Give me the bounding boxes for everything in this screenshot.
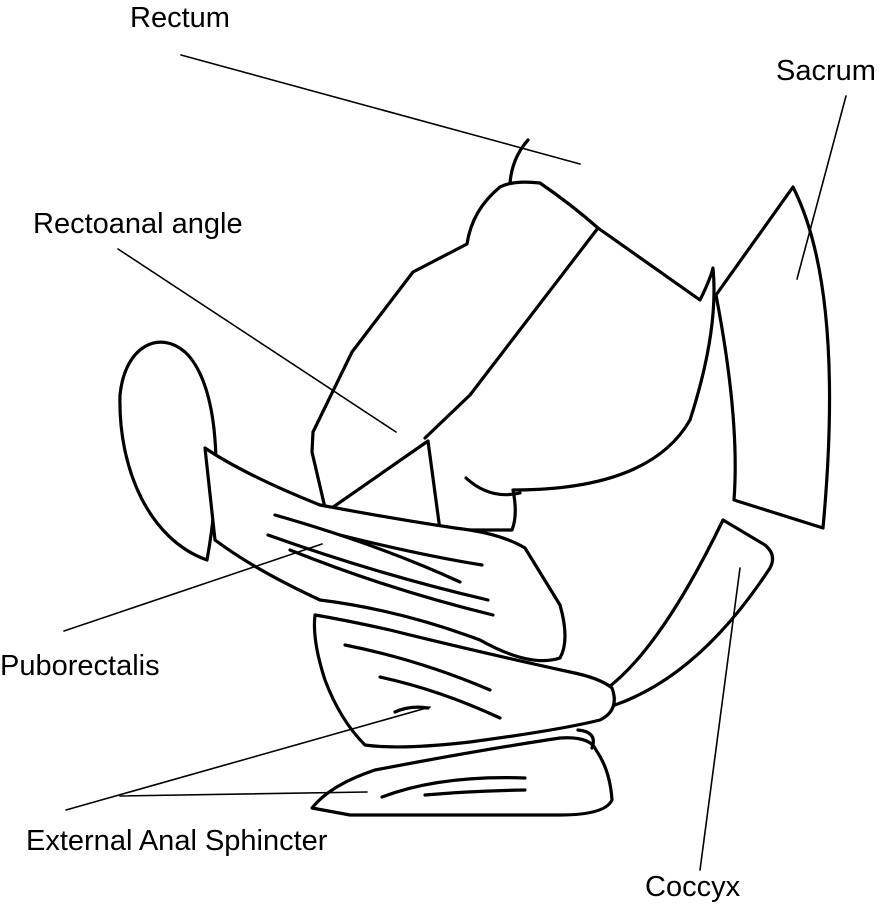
label-sacrum: Sacrum [776,57,876,86]
label-rectum: Rectum [130,4,230,33]
leader-line-puborectalis [64,544,322,631]
rectum-shape [312,182,714,530]
leader-line-sacrum [797,96,846,279]
coccyx-shape [605,520,773,705]
label-rectoanal-angle: Rectoanal angle [33,210,243,239]
external-anal-sphincter-lower [312,738,612,815]
label-puborectalis: Puborectalis [0,652,160,681]
leader-line-rectum [181,55,580,164]
label-external-anal-sphincter: External Anal Sphincter [26,827,327,856]
label-coccyx: Coccyx [645,873,740,902]
sacrum-shape [716,187,830,528]
pubic-bone-shape [120,342,216,560]
rectum-top-curve [510,140,528,183]
